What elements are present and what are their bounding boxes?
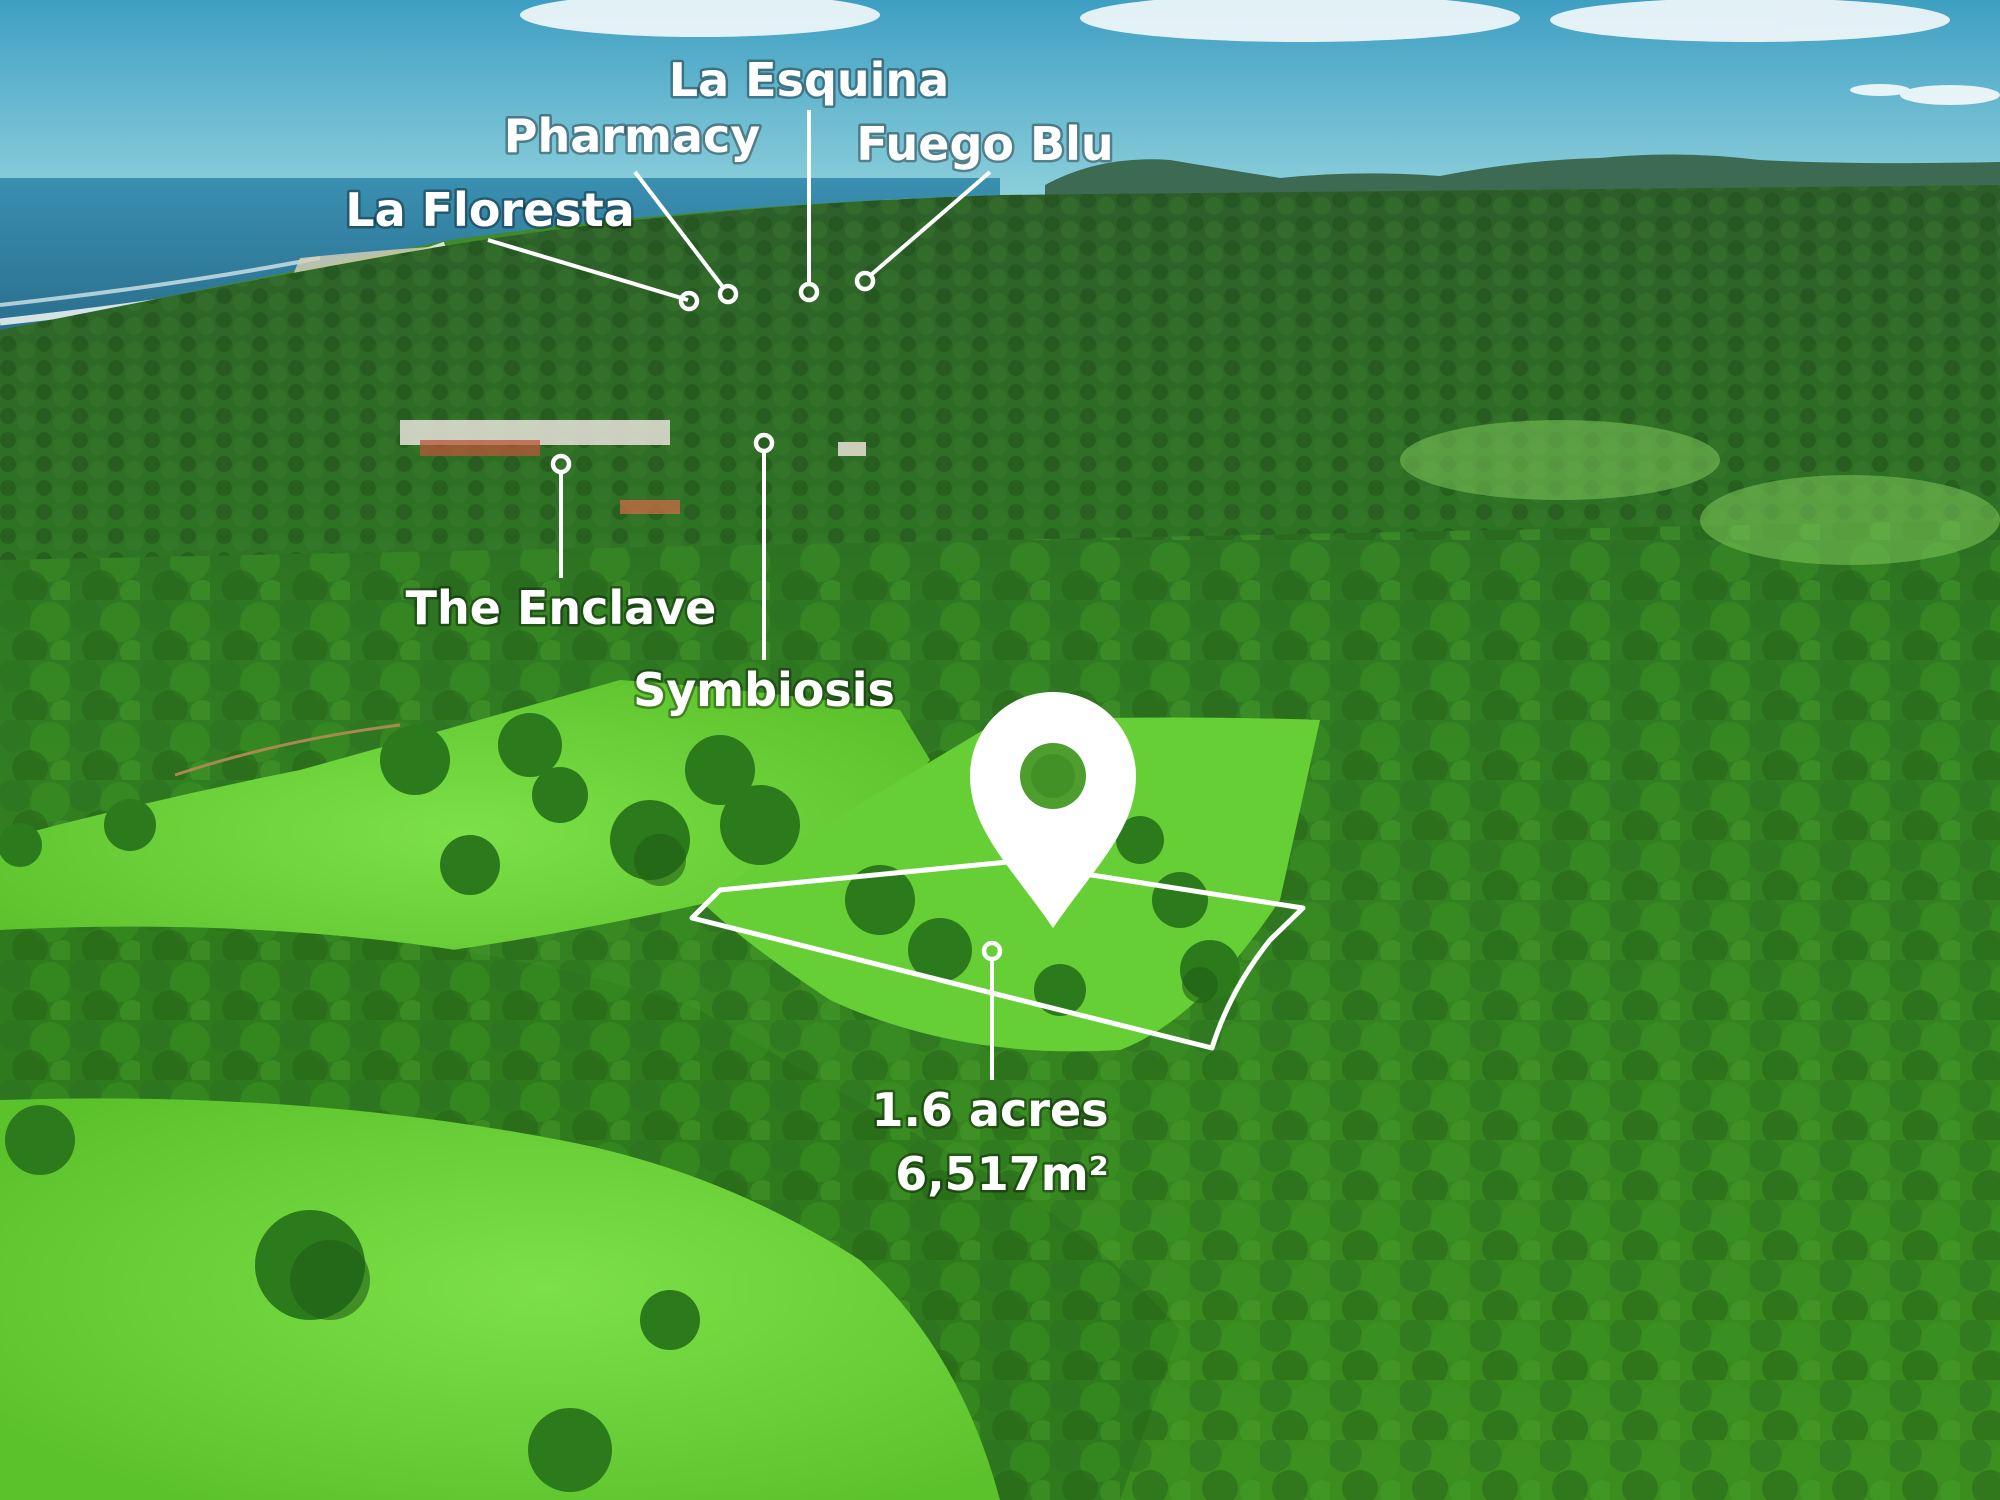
label-pharmacy: Pharmacy: [504, 109, 760, 163]
marker-property: [981, 940, 1003, 962]
marker-la-esquina: [798, 281, 820, 303]
village-buildings: [400, 420, 866, 514]
marker-symbiosis: [753, 432, 775, 454]
location-pin-icon: [970, 692, 1136, 928]
annotation-overlay: La Esquina Pharmacy Fuego Blu La Florest…: [343, 51, 1306, 1204]
label-fuego-blu: Fuego Blu: [856, 117, 1113, 171]
label-symbiosis: Symbiosis: [633, 663, 895, 717]
leader-line-fuego-blu: [870, 170, 992, 276]
label-square-meters: 6,517m²: [895, 1147, 1109, 1201]
property-boundary: [689, 859, 1306, 1051]
leader-line-la-floresta: [487, 238, 689, 302]
marker-the-enclave: [550, 453, 572, 475]
label-the-enclave: The Enclave: [406, 581, 717, 635]
marker-pharmacy: [717, 283, 739, 305]
label-la-esquina: La Esquina: [669, 53, 949, 107]
label-acres: 1.6 acres: [871, 1083, 1108, 1137]
marker-la-floresta: [678, 290, 700, 312]
marker-fuego-blu: [854, 270, 876, 292]
label-la-floresta: La Floresta: [345, 183, 634, 237]
leader-line-pharmacy: [633, 170, 724, 288]
